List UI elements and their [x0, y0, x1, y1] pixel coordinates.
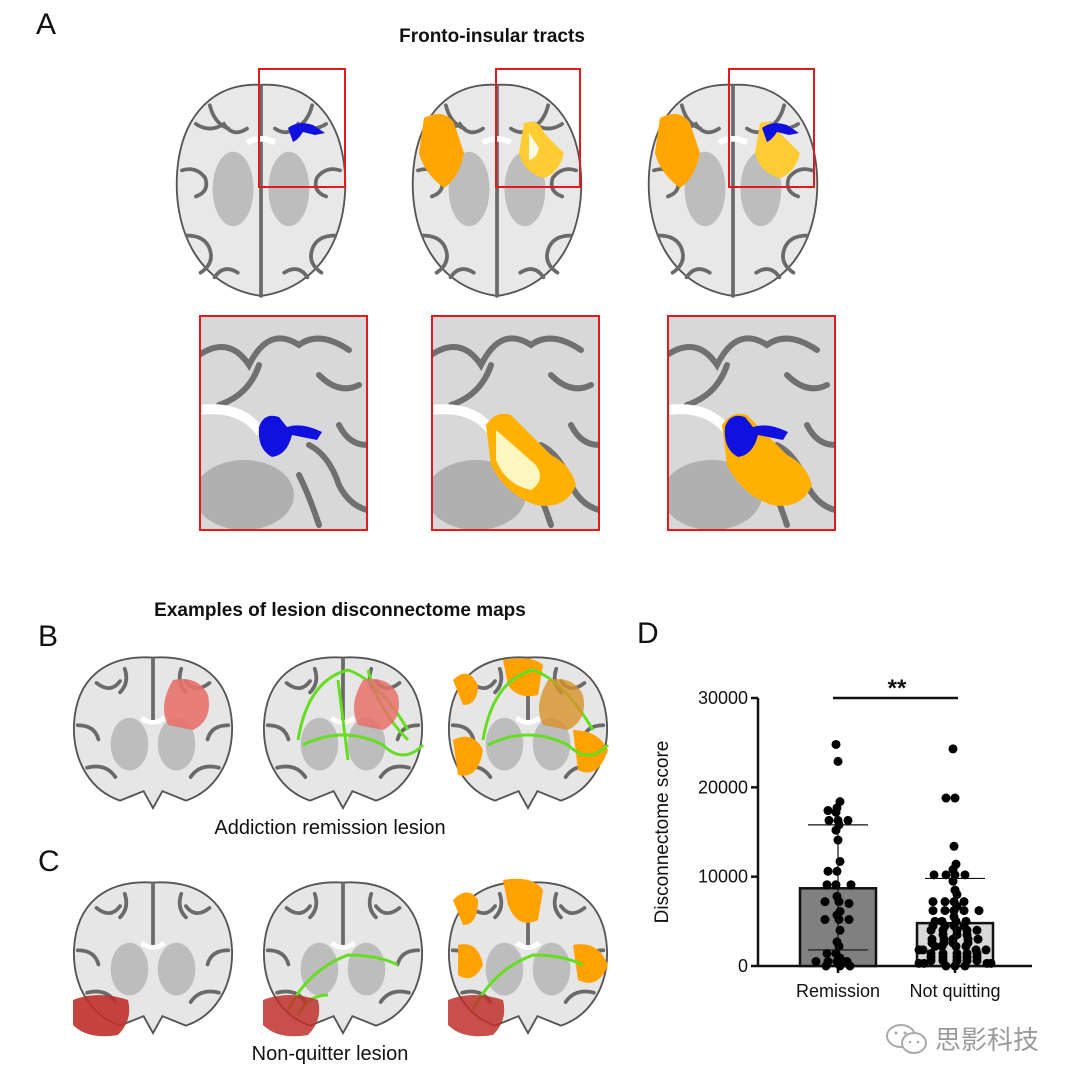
- data-point: [974, 906, 984, 916]
- zoom-frame: [431, 315, 600, 531]
- data-point: [928, 897, 938, 907]
- zoomed-disconnectome: [431, 315, 599, 530]
- data-point: [940, 906, 950, 916]
- axial-brain-disconnectome: [404, 73, 590, 305]
- data-point: [986, 958, 996, 968]
- data-point: [831, 807, 841, 817]
- y-axis-label: Disconnectome score: [652, 741, 673, 924]
- bar-chart: Disconnectome score ** 0 10000 20000 30000R…: [652, 675, 1032, 1001]
- section-title: Examples of lesion disconnectome maps: [154, 600, 526, 621]
- data-point: [821, 961, 831, 971]
- data-point: [926, 925, 936, 935]
- data-point: [834, 915, 844, 925]
- panel-label-b: B: [38, 620, 59, 653]
- data-point: [835, 961, 845, 971]
- x-tick-label: Not quitting: [909, 981, 1000, 1001]
- caption-remission: Addiction remission lesion: [214, 817, 446, 839]
- data-point: [973, 934, 983, 944]
- data-point: [940, 897, 950, 907]
- y-tick-label: 30000: [698, 688, 748, 708]
- data-point: [822, 948, 832, 958]
- wechat-icon: [886, 1023, 927, 1054]
- data-point: [972, 925, 982, 935]
- data-point: [823, 806, 833, 816]
- data-point: [843, 815, 853, 825]
- data-point: [844, 915, 854, 925]
- data-point: [959, 897, 969, 907]
- coronal-streamlines-nonquitter: [258, 875, 428, 1037]
- data-point: [928, 906, 938, 916]
- data-point: [941, 870, 951, 880]
- coronal-lesion-remission: [68, 650, 238, 810]
- data-point: [948, 744, 958, 754]
- data-point: [961, 941, 971, 951]
- data-point: [937, 941, 947, 951]
- data-point: [833, 756, 843, 766]
- data-point: [835, 925, 845, 935]
- data-point: [926, 956, 936, 966]
- zoom-frame: [728, 68, 815, 188]
- panel-label-d: D: [637, 617, 659, 650]
- data-point: [834, 897, 844, 907]
- watermark: 思影科技: [885, 1020, 1039, 1057]
- data-point: [820, 897, 830, 907]
- data-point: [831, 739, 841, 749]
- zoom-frame: [667, 315, 836, 531]
- data-point: [914, 945, 924, 955]
- data-point: [949, 906, 959, 916]
- zoomed-tract: [199, 315, 367, 530]
- coronal-disconnectome-remission: [443, 650, 613, 810]
- panel-a-title: Fronto-insular tracts: [399, 26, 585, 47]
- data-point: [941, 793, 951, 803]
- data-point: [981, 945, 991, 955]
- data-point: [834, 941, 844, 951]
- data-point: [832, 866, 842, 876]
- data-point: [960, 870, 970, 880]
- data-point: [822, 880, 832, 890]
- zoom-frame: [258, 68, 346, 188]
- data-point: [929, 870, 939, 880]
- x-tick-label: Remission: [796, 981, 880, 1001]
- significance-label: **: [888, 675, 907, 702]
- panel-label-a: A: [36, 8, 57, 41]
- data-point: [823, 866, 833, 876]
- y-tick-label: 0: [738, 956, 748, 976]
- axial-brain-tract: [168, 73, 354, 305]
- y-tick-label: 20000: [698, 777, 748, 797]
- data-point: [960, 961, 970, 971]
- data-point: [846, 880, 856, 890]
- coronal-disconnectome-nonquitter: [443, 878, 613, 1037]
- data-point: [951, 941, 961, 951]
- data-point: [820, 915, 830, 925]
- caption-nonquitter: Non-quitter lesion: [251, 1043, 409, 1065]
- data-point: [914, 958, 924, 968]
- data-point: [844, 898, 854, 908]
- data-point: [949, 841, 959, 851]
- coronal-lesion-nonquitter: [68, 875, 238, 1037]
- data-point: [941, 961, 951, 971]
- y-tick-label: 10000: [698, 867, 748, 887]
- zoom-frame: [495, 68, 581, 188]
- data-point: [972, 956, 982, 966]
- data-point: [824, 815, 834, 825]
- data-point: [845, 961, 855, 971]
- zoom-frame: [199, 315, 368, 531]
- data-point: [835, 856, 845, 866]
- data-point: [930, 941, 940, 951]
- data-point: [811, 957, 821, 967]
- data-point: [831, 825, 841, 835]
- zoomed-overlay: [667, 315, 835, 530]
- watermark-text: 思影科技: [935, 1025, 1040, 1055]
- data-point: [950, 793, 960, 803]
- data-point: [959, 906, 969, 916]
- panel-label-c: C: [38, 845, 60, 878]
- axial-brain-overlay: [640, 73, 826, 305]
- coronal-streamlines-remission: [258, 650, 428, 810]
- data-point: [831, 880, 841, 890]
